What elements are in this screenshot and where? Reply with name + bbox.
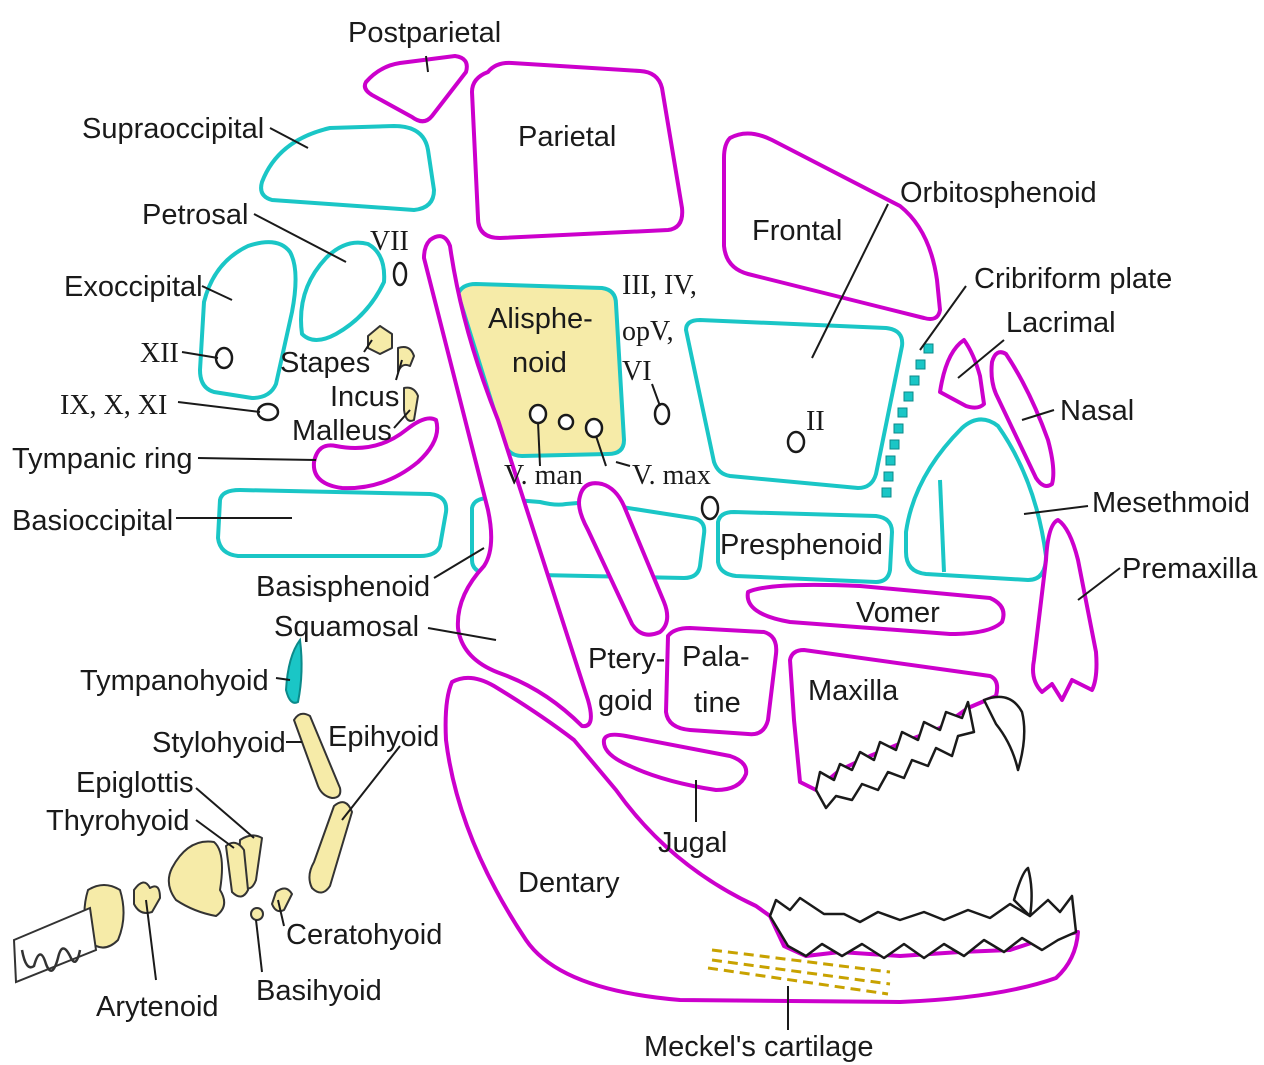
label-petrosal: Petrosal [142,199,248,231]
label-epihyoid: Epihyoid [328,721,439,753]
iii-iv-foramen [655,404,669,424]
basihyoid-shape [251,908,263,920]
label-malleus: Malleus [292,415,392,447]
label-dentary: Dentary [518,867,620,899]
label-iii-iv-line2: opV, [622,316,674,347]
label-ii: II [806,406,825,437]
v-man-foramen [530,405,546,423]
ii-foramen [788,432,804,452]
label-presphenoid: Presphenoid [720,529,883,561]
label-exoccipital: Exoccipital [64,271,203,303]
label-ceratohyoid: Ceratohyoid [286,919,442,951]
label-alisphenoid-line2: noid [512,347,567,379]
label-premaxilla: Premaxilla [1122,553,1258,585]
label-iii-iv-line1: III, IV, [622,270,697,301]
label-stylohyoid: Stylohyoid [152,727,286,759]
vii-foramen [394,263,406,285]
label-tympanic-ring: Tympanic ring [12,443,193,475]
jugal-bone [604,735,746,790]
label-mesethmoid: Mesethmoid [1092,487,1250,519]
label-incus: Incus [330,381,399,413]
label-meckels-cartilage: Meckel's cartilage [644,1031,874,1063]
label-cribriform-plate: Cribriform plate [974,263,1172,295]
v-max-foramen [586,419,602,437]
label-epiglottis: Epiglottis [76,767,194,799]
xii-foramen [216,348,232,368]
maxilla-canine [984,697,1024,770]
label-parietal: Parietal [518,121,616,153]
malleus-shape [404,388,418,421]
label-stapes: Stapes [280,347,370,379]
label-vii: VII [370,226,409,257]
optic-small-foramen [702,497,718,519]
label-basihyoid: Basihyoid [256,975,382,1007]
ix-x-xi-foramen [258,404,278,420]
label-nasal: Nasal [1060,395,1134,427]
label-basisphenoid: Basisphenoid [256,571,430,603]
label-pterygoid-line2: goid [598,685,653,717]
label-v-max: V. max [632,460,711,491]
tympanohyoid-shape [286,640,302,703]
label-maxilla: Maxilla [808,675,899,707]
orbitosphenoid-bone [686,320,902,488]
label-ix-x-xi: IX, X, XI [60,390,167,421]
supraoccipital-bone [261,126,434,210]
trachea-shape [14,908,96,982]
label-squamosal: Squamosal [274,611,419,643]
label-supraoccipital: Supraoccipital [82,113,264,145]
alisphenoid-small-foramen [559,415,573,429]
label-arytenoid: Arytenoid [96,991,219,1023]
label-postparietal: Postparietal [348,17,501,49]
label-v-man: V. man [504,460,583,491]
label-alisphenoid-line1: Alisphe- [488,303,593,335]
label-jugal: Jugal [658,827,727,859]
thyroid-cartilage-shape [169,842,224,916]
label-tympanohyoid: Tympanohyoid [80,665,269,697]
label-iii-iv-line3: VI [622,356,652,387]
petrosal-bone [301,243,384,340]
label-vomer: Vomer [856,597,940,629]
basioccipital-bone [218,490,446,556]
label-frontal: Frontal [752,215,842,247]
label-orbitosphenoid: Orbitosphenoid [900,177,1097,209]
label-lacrimal: Lacrimal [1006,307,1116,339]
postparietal-bone [365,56,467,121]
label-palatine-line1: Pala- [682,641,750,673]
label-xii: XII [140,338,179,369]
label-palatine-line2: tine [694,687,741,719]
thyrohyoid-shape [226,843,248,897]
label-basioccipital: Basioccipital [12,505,173,537]
label-thyrohyoid: Thyrohyoid [46,805,189,837]
ceratohyoid-shape [272,888,292,911]
label-pterygoid-line1: Ptery- [588,643,665,675]
